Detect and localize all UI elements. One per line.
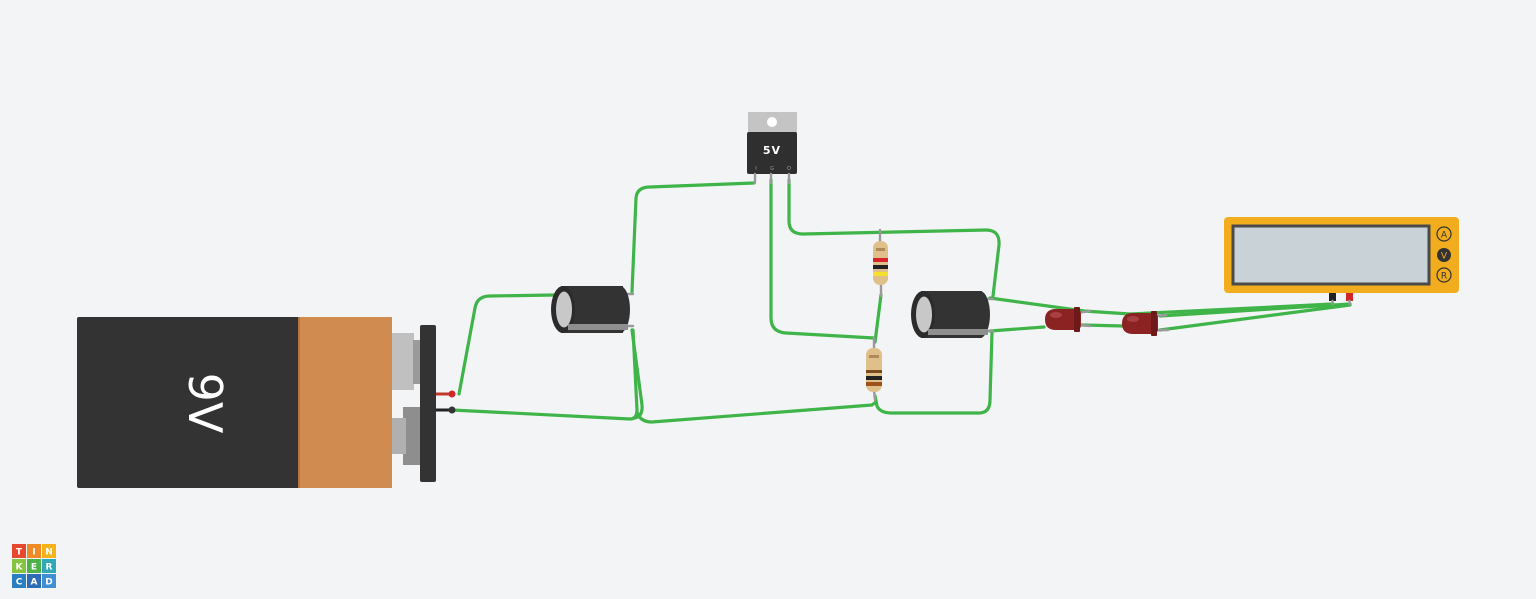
battery-band [298, 317, 392, 488]
battery-connector-plate [420, 325, 436, 482]
logo-tile-6 [42, 559, 56, 573]
wire-ground-bus[interactable] [635, 400, 878, 424]
logo-tile-8 [27, 574, 41, 588]
wire-res2-to-cap2-neg[interactable] [873, 330, 994, 415]
capacitor-2-stripe [928, 329, 988, 335]
resistor-2[interactable] [866, 336, 882, 402]
logo-letter-c: C [16, 578, 23, 588]
multimeter-mode-v-label: V [1441, 252, 1448, 262]
wire-reg-out-to-cap2[interactable] [787, 178, 1001, 298]
led-1[interactable] [1045, 307, 1092, 332]
multimeter-mode-r-button[interactable] [1436, 267, 1452, 283]
capacitor-1-top [556, 291, 572, 328]
regulator-label: 5V [763, 144, 781, 157]
battery-negative-terminal[interactable] [448, 406, 456, 414]
logo-letter-n: N [45, 548, 53, 558]
logo-tile-5 [27, 559, 41, 573]
multimeter-com-terminal[interactable] [1329, 293, 1336, 301]
resistor-1-body [873, 241, 888, 285]
tinkercad-logo[interactable]: T I N K E R C A D [12, 544, 56, 588]
regulator-pin-label-out: O [787, 166, 791, 172]
logo-letter-i: I [32, 548, 35, 558]
logo-tile-7 [12, 574, 26, 588]
multimeter-v-terminal[interactable] [1346, 293, 1353, 301]
capacitor-2[interactable] [911, 291, 995, 338]
multimeter-display [1231, 224, 1431, 286]
regulator-body [747, 132, 797, 174]
led-2-rim [1151, 311, 1157, 336]
resistor-1-band-3 [873, 272, 888, 276]
battery-positive-terminal[interactable] [448, 390, 456, 398]
led-1-highlight [1050, 312, 1062, 318]
logo-letter-e: E [31, 563, 37, 573]
resistor-2-band-3 [866, 382, 882, 386]
logo-tile-1 [12, 544, 26, 558]
multimeter-mode-v-button[interactable] [1437, 248, 1451, 262]
resistor-1-band-tol [876, 248, 885, 251]
multimeter[interactable]: A V R [1224, 217, 1459, 306]
logo-letter-t: T [16, 548, 23, 558]
logo-letter-d: D [45, 578, 52, 588]
logo-letter-a: A [31, 578, 38, 588]
resistor-1-band-1 [873, 258, 888, 262]
multimeter-mode-a-label: A [1441, 231, 1448, 241]
resistor-1[interactable] [873, 228, 888, 298]
logo-tile-3 [42, 544, 56, 558]
battery-terminal-top [392, 333, 414, 390]
wire-res1-to-res2[interactable] [873, 293, 883, 344]
battery-body [77, 317, 301, 488]
wire-led2-return[interactable] [1158, 303, 1352, 332]
regulator-pin-label-in: I [755, 166, 756, 172]
led-2[interactable] [1122, 311, 1170, 336]
logo-tile-9 [42, 574, 56, 588]
multimeter-mode-r-label: R [1441, 272, 1447, 282]
logo-tile-4 [12, 559, 26, 573]
multimeter-mode-a-button[interactable] [1436, 226, 1452, 242]
battery-band-edge [298, 317, 300, 488]
battery-label: 9V [178, 373, 232, 434]
regulator-tab-hole [767, 117, 777, 127]
voltage-regulator-5v[interactable]: 5V I G O [747, 112, 797, 185]
wire-led2-to-meter[interactable] [1158, 302, 1352, 318]
logo-letter-r: R [46, 563, 53, 573]
capacitor-1-end [610, 286, 630, 333]
logo-letter-k: K [16, 563, 24, 573]
wire-battery-pos-to-cap1[interactable] [457, 293, 556, 396]
battery-terminal-bottom-cap [392, 418, 406, 454]
capacitor-2-top [916, 296, 932, 333]
wire-cap2-neg-to-led[interactable] [988, 325, 1046, 333]
battery-terminal-top-cap [413, 340, 423, 384]
battery-9v[interactable]: 9V [77, 317, 456, 488]
led-1-rim [1074, 307, 1080, 332]
battery-terminal-bottom [403, 407, 423, 465]
wire-battery-neg-to-ground[interactable] [450, 328, 639, 421]
resistor-2-band-1 [866, 370, 882, 373]
wire-reg-gnd-to-divider[interactable] [769, 178, 876, 340]
resistor-2-band-2 [866, 376, 882, 380]
resistor-2-band-tol [869, 355, 879, 358]
led-2-highlight [1127, 316, 1139, 322]
wire-cap2-pos-to-meter[interactable] [988, 296, 1335, 316]
capacitor-2-end [970, 291, 990, 338]
wire-cap1-neg-link[interactable] [630, 328, 644, 420]
regulator-pin-label-gnd: G [770, 166, 774, 172]
logo-tile-2 [27, 544, 41, 558]
resistor-1-band-2 [873, 265, 888, 269]
capacitor-1[interactable] [551, 286, 635, 333]
capacitor-1-stripe [568, 324, 628, 330]
wire-cap1-to-reg-in[interactable] [630, 181, 756, 294]
